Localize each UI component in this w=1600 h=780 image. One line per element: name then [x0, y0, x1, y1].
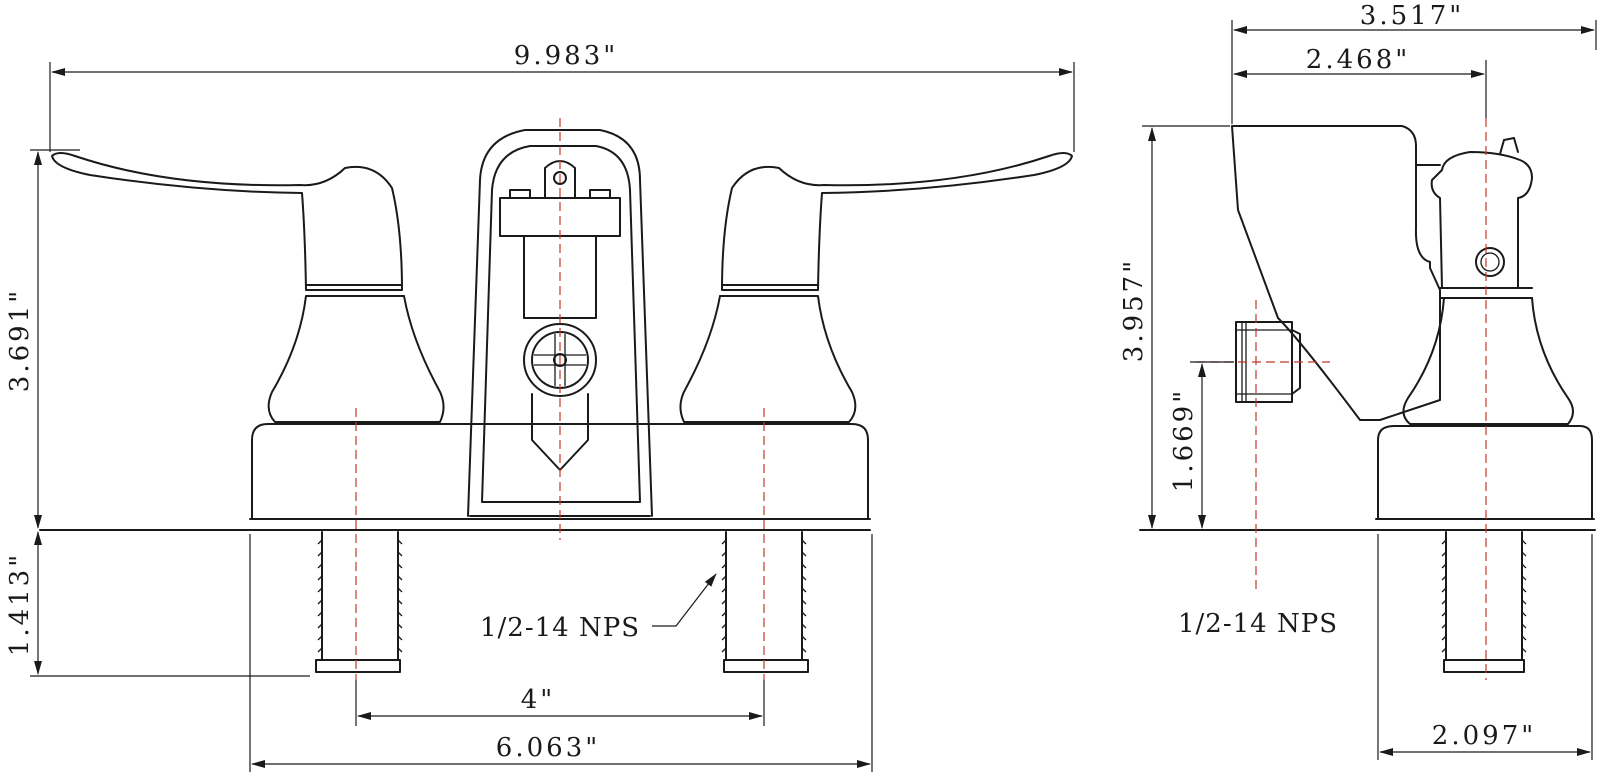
side-valve-body	[1402, 297, 1574, 425]
spout-housing-inner	[481, 145, 641, 503]
dim-label: 9.983"	[514, 41, 618, 71]
front-view: 9.983" 3.691" 1.413" 1/2-14 NPS 4"	[5, 41, 1075, 772]
dim-label: 3.517"	[1360, 1, 1464, 31]
dim-overall-width: 9.983"	[49, 41, 1075, 152]
callout-label: 1/2-14 NPS	[480, 613, 640, 643]
dim-label: 1.413"	[5, 552, 35, 656]
base-plate	[251, 423, 869, 520]
side-shank	[1441, 531, 1527, 673]
aerator-ring	[523, 323, 597, 397]
dim-label: 6.063"	[496, 733, 600, 763]
spout-housing-outer	[467, 129, 653, 517]
dim-center-spacing: 4"	[355, 680, 765, 726]
dim-aerator-height: 1.669"	[1169, 361, 1234, 529]
left-handle	[51, 152, 403, 291]
dim-label: 2.097"	[1432, 721, 1536, 751]
dim-overall-height: 3.957"	[1119, 125, 1230, 529]
side-handle-screw	[1475, 247, 1505, 277]
dim-height-above-deck: 3.691"	[5, 149, 80, 529]
thread-callout-front: 1/2-14 NPS	[480, 573, 717, 643]
dim-label: 3.957"	[1119, 258, 1149, 362]
right-handle	[721, 152, 1073, 291]
dim-label: 1.669"	[1169, 388, 1199, 492]
left-valve-body	[267, 295, 445, 423]
side-view: 3.517" 2.468" 3.957" 1.669" 1/2-14 NPS	[1119, 1, 1597, 760]
side-base	[1377, 425, 1593, 520]
left-shank	[315, 531, 403, 673]
side-spout	[1231, 125, 1441, 421]
dim-base-width: 6.063"	[249, 534, 873, 772]
dim-label: 4"	[521, 685, 556, 715]
dim-spout-reach: 2.468"	[1233, 45, 1487, 118]
dim-base-depth: 2.097"	[1377, 534, 1593, 760]
side-handle	[1430, 151, 1533, 289]
dim-label: 2.468"	[1306, 45, 1410, 75]
dim-label: 3.691"	[5, 288, 35, 392]
dim-shank-length: 1.413"	[5, 531, 310, 677]
thread-callout-side: 1/2-14 NPS	[1178, 609, 1338, 639]
right-valve-body	[679, 295, 857, 423]
dim-overall-depth: 3.517"	[1231, 1, 1597, 124]
right-shank	[721, 531, 809, 673]
